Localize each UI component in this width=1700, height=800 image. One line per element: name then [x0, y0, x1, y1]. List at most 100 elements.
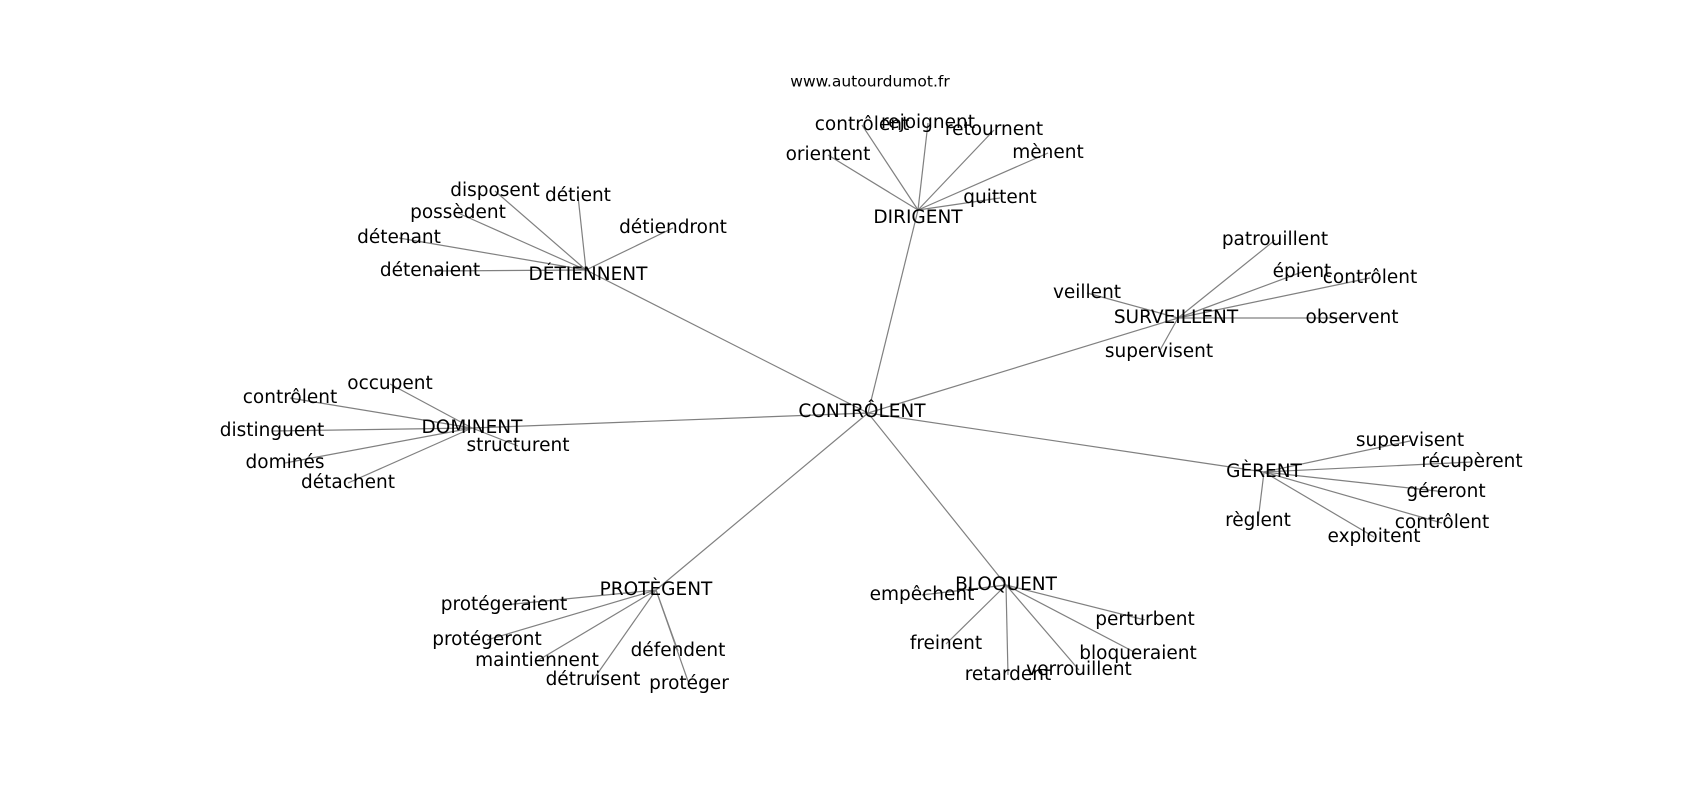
word-node-surveillent-2: contrôlent — [1323, 267, 1418, 288]
edge-surveillent-0 — [1177, 239, 1276, 319]
graph-labels: www.autourdumot.fr CONTRÔLENT DIRIGENT or… — [220, 73, 1523, 695]
edge-bloquent-2 — [1005, 584, 1146, 621]
edge-gerent-4 — [1263, 471, 1443, 524]
word-node-dirigent-0: orientent — [786, 144, 871, 165]
edge-center-dirigent — [867, 209, 919, 414]
edge-dirigent-0 — [827, 154, 919, 211]
edge-protegent-1 — [486, 589, 657, 641]
edge-surveillent-5 — [1158, 317, 1179, 353]
edge-detiennent-4 — [398, 237, 587, 271]
group-node-protegent: PROTÈGENT — [600, 578, 713, 600]
word-node-dominent-3: structurent — [467, 435, 570, 456]
edge-surveillent-1 — [1177, 271, 1303, 319]
edge-dirigent-2 — [917, 122, 929, 211]
word-node-surveillent-4: observent — [1306, 307, 1399, 328]
edge-center-protegent — [655, 412, 869, 591]
word-node-detiennent-3: détiendront — [619, 217, 727, 238]
edge-bloquent-5 — [1005, 584, 1009, 676]
edge-surveillent-2 — [1177, 277, 1371, 319]
group-node-detiennent: DÉTIENNENT — [529, 263, 649, 285]
edge-protegent-5 — [655, 589, 690, 685]
word-node-dirigent-2: rejoignent — [881, 112, 975, 133]
word-node-dominent-0: occupent — [347, 373, 433, 394]
edge-gerent-5 — [1263, 471, 1375, 538]
site-watermark: www.autourdumot.fr — [790, 73, 950, 91]
word-node-protegent-3: défendent — [631, 640, 726, 661]
word-node-bloquent-3: bloqueraient — [1079, 643, 1197, 664]
edge-bloquent-4 — [1005, 584, 1080, 671]
group-node-gerent: GÈRENT — [1226, 460, 1302, 482]
edge-center-surveillent — [867, 317, 1179, 414]
word-node-dirigent-5: quittent — [963, 187, 1036, 208]
edge-bloquent-1 — [945, 584, 1007, 645]
word-node-dominent-1: contrôlent — [243, 387, 338, 408]
word-node-dirigent-3: retournent — [945, 119, 1043, 140]
edge-center-gerent — [867, 412, 1265, 473]
edge-center-dominent — [471, 412, 869, 429]
word-node-bloquent-5: retardent — [965, 664, 1052, 685]
edge-protegent-0 — [503, 589, 657, 606]
edge-dominent-0 — [389, 383, 473, 429]
edge-dominent-3 — [471, 427, 519, 447]
word-node-dominent-4: dominés — [246, 452, 325, 473]
word-node-dominent-2: distinguent — [220, 420, 324, 441]
edge-dominent-1 — [289, 397, 473, 429]
word-node-dirigent-4: mènent — [1012, 142, 1084, 163]
edge-bloquent-0 — [921, 584, 1007, 596]
word-node-gerent-4: contrôlent — [1395, 512, 1490, 533]
word-node-protegent-4: détruisent — [546, 669, 641, 690]
edge-center-detiennent — [585, 269, 869, 414]
word-node-gerent-5: exploitent — [1328, 526, 1421, 547]
edge-bloquent-3 — [1005, 584, 1139, 655]
graph-edges — [271, 122, 1473, 685]
word-node-surveillent-0: patrouillent — [1222, 229, 1328, 250]
edge-dirigent-5 — [917, 197, 1001, 211]
word-node-detiennent-5: détenaient — [380, 260, 480, 281]
word-node-detiennent-1: détient — [545, 185, 611, 206]
word-node-bloquent-1: freinent — [910, 633, 982, 654]
group-node-dominent: DOMINENT — [422, 417, 524, 438]
edge-center-bloquent — [867, 412, 1007, 586]
edge-detiennent-2 — [457, 212, 587, 271]
edge-dirigent-4 — [917, 152, 1049, 211]
word-node-dominent-5: détachent — [301, 472, 395, 493]
word-node-protegent-1: protégeront — [432, 629, 542, 650]
word-node-surveillent-1: épient — [1273, 261, 1332, 282]
word-node-protegent-5: protéger — [649, 673, 729, 694]
word-node-bloquent-0: empêchent — [870, 584, 975, 605]
word-node-gerent-0: supervisent — [1356, 430, 1464, 451]
edge-detiennent-1 — [577, 195, 587, 271]
edge-gerent-2 — [1263, 471, 1447, 493]
word-node-detiennent-2: possèdent — [410, 202, 506, 223]
edge-detiennent-5 — [429, 269, 587, 272]
center-word-label: CONTRÔLENT — [798, 400, 926, 422]
edge-protegent-2 — [536, 589, 657, 662]
edge-surveillent-3 — [1086, 292, 1179, 319]
word-node-detiennent-0: disposent — [450, 180, 540, 201]
word-node-gerent-1: récupèrent — [1421, 451, 1522, 472]
edge-dirigent-1 — [861, 124, 919, 211]
word-node-gerent-2: géreront — [1406, 481, 1485, 502]
group-node-surveillent: SURVEILLENT — [1114, 307, 1239, 328]
edge-gerent-0 — [1263, 440, 1411, 473]
edge-dirigent-3 — [917, 129, 995, 211]
edge-protegent-4 — [592, 589, 657, 681]
word-node-protegent-0: protégeraient — [441, 594, 567, 615]
word-node-protegent-2: maintiennent — [475, 650, 599, 671]
word-node-surveillent-3: veillent — [1053, 282, 1121, 303]
word-node-bloquent-4: verrouillent — [1026, 659, 1132, 680]
group-node-bloquent: BLOQUENT — [955, 574, 1058, 595]
word-node-bloquent-2: perturbent — [1095, 609, 1194, 630]
word-node-dirigent-1: contrôlent — [815, 114, 910, 135]
group-node-dirigent: DIRIGENT — [873, 207, 963, 228]
edge-detiennent-3 — [585, 227, 674, 271]
edge-detiennent-0 — [494, 190, 587, 271]
edge-gerent-3 — [1257, 471, 1265, 522]
word-node-detiennent-4: détenant — [357, 227, 441, 248]
edge-dominent-2 — [271, 427, 473, 432]
word-node-gerent-3: règlent — [1225, 510, 1291, 531]
word-node-surveillent-5: supervisent — [1105, 341, 1213, 362]
edge-dominent-5 — [347, 427, 473, 484]
edge-dominent-4 — [284, 427, 473, 464]
